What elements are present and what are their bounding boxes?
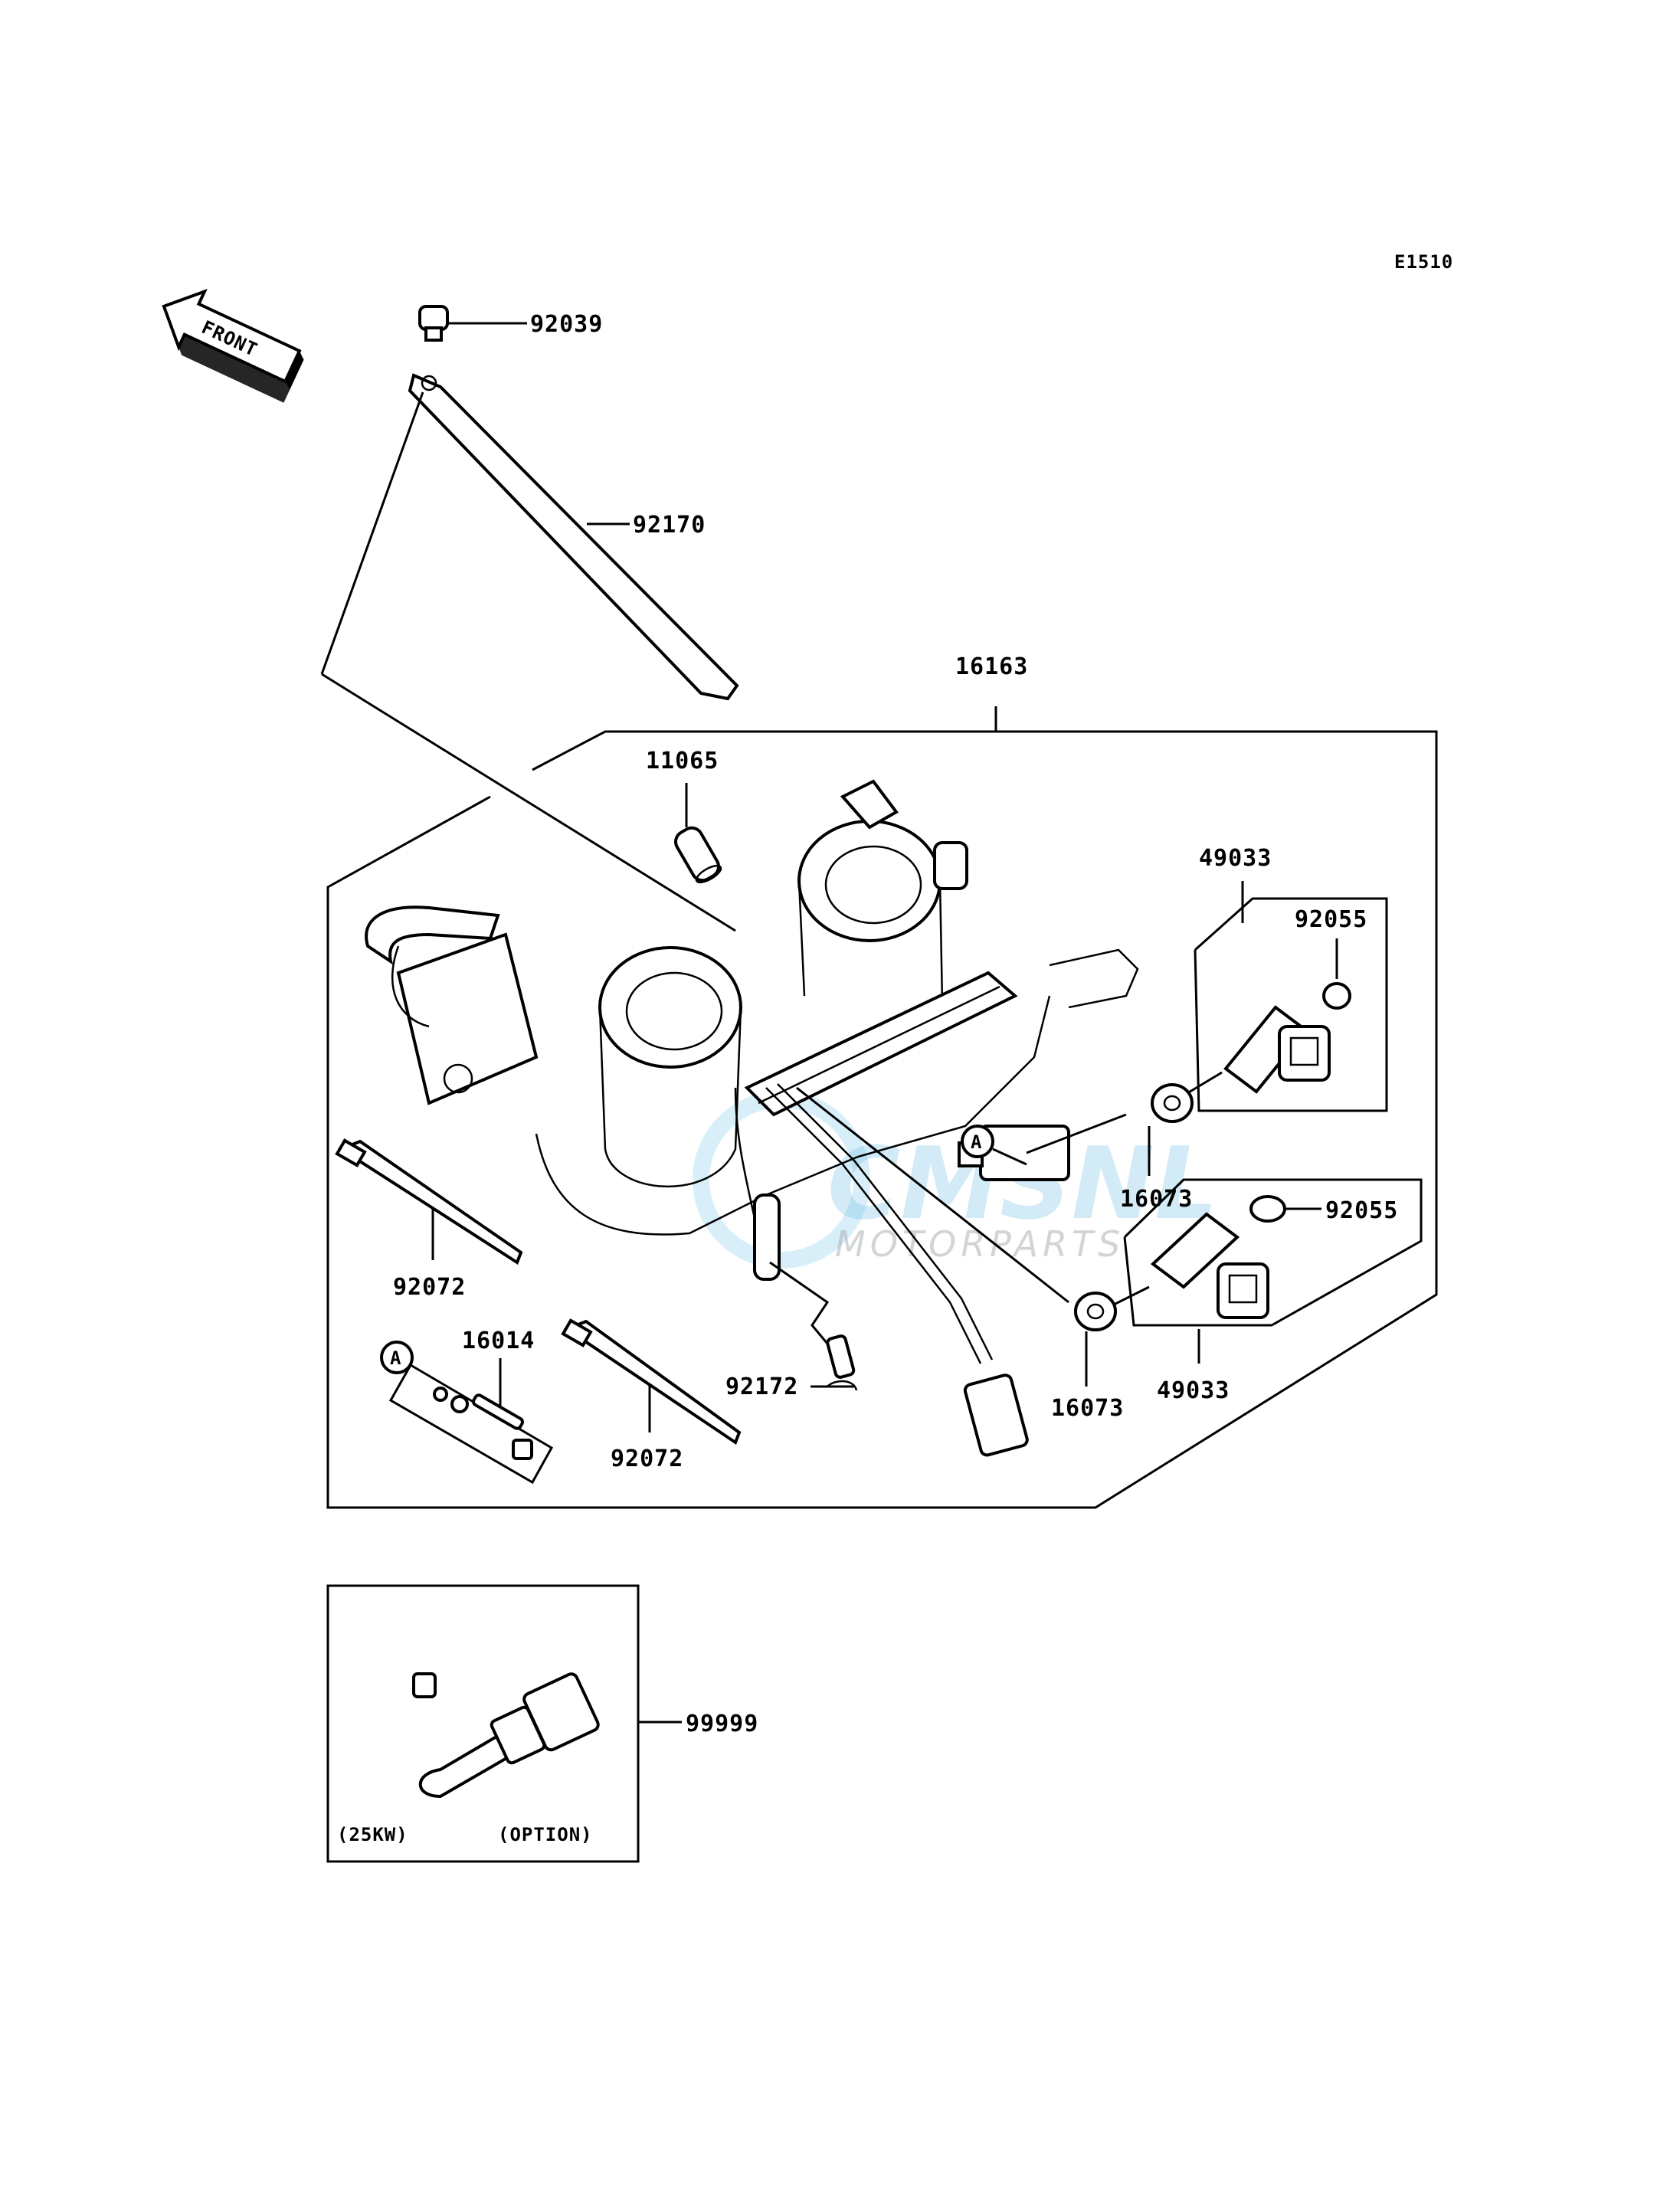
cable-tie-92072-mid [561, 1318, 742, 1446]
label-16073-top: 16073 [1120, 1186, 1193, 1213]
label-16163: 16163 [955, 653, 1028, 680]
label-92072-left: 92072 [393, 1274, 466, 1301]
label-16014: 16014 [462, 1328, 535, 1354]
diagram-code: E1510 [1394, 251, 1453, 273]
label-92170: 92170 [633, 512, 706, 539]
strap-92170 [408, 373, 739, 701]
throttle-body-16163 [365, 779, 1139, 1457]
label-92055-top: 92055 [1295, 906, 1367, 933]
option-note-25kw: (25KW) [337, 1824, 408, 1845]
bolt-92039 [418, 305, 449, 342]
option-note-option: (OPTION) [498, 1824, 593, 1845]
screw-92172 [826, 1334, 858, 1391]
option-harness-99999 [412, 1672, 600, 1799]
label-92055-bottom: 92055 [1325, 1197, 1398, 1224]
label-92072-mid: 92072 [611, 1446, 683, 1472]
o-ring-92055-top [1322, 982, 1351, 1010]
label-92039: 92039 [530, 311, 603, 338]
front-arrow-icon: FRONT [162, 288, 304, 403]
label-11065: 11065 [646, 748, 719, 774]
callout-a-detail: A [390, 1347, 401, 1369]
callout-a-main: A [971, 1131, 982, 1153]
injector-49033-top [1223, 1005, 1331, 1094]
seal-16073-bottom [1074, 1292, 1117, 1331]
injector-49033-bottom [1150, 1212, 1269, 1319]
seal-16073-top [1151, 1083, 1194, 1123]
cable-tie-92072-left [335, 1138, 523, 1265]
watermark-sub: MOTORPARTS [835, 1223, 1125, 1265]
label-99999: 99999 [686, 1711, 758, 1737]
screw-kit-16014 [433, 1387, 533, 1460]
option-box [326, 1584, 640, 1863]
cap-11065 [674, 826, 722, 884]
o-ring-92055-bottom [1249, 1195, 1286, 1223]
label-92172: 92172 [725, 1374, 798, 1400]
label-49033-bottom: 49033 [1157, 1377, 1230, 1404]
label-49033-top: 49033 [1199, 845, 1272, 872]
label-16073-bottom: 16073 [1051, 1395, 1124, 1422]
